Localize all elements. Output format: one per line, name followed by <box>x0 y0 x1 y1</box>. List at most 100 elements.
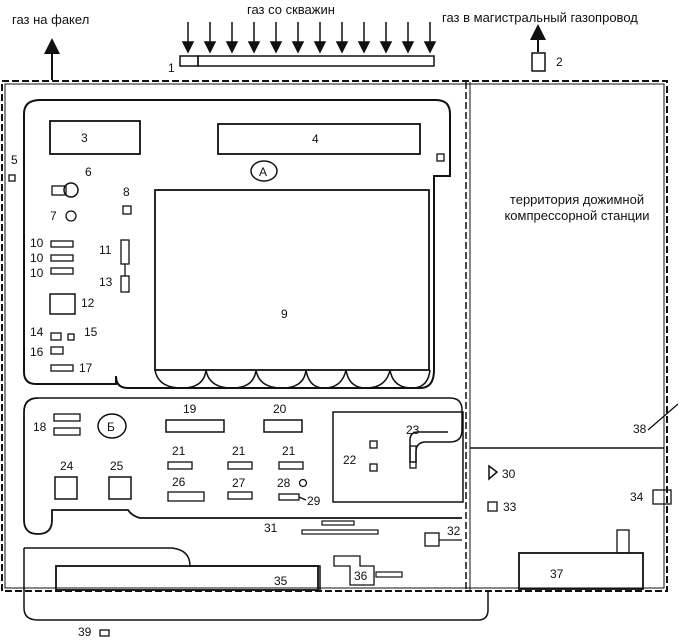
item-13 <box>120 275 130 293</box>
label-26: 26 <box>172 475 186 489</box>
label-17: 17 <box>79 361 93 375</box>
item-36-pipe <box>375 571 403 578</box>
item-37-stack <box>616 529 630 554</box>
label-14: 14 <box>30 325 44 339</box>
item-34 <box>652 489 672 505</box>
item-24 <box>54 476 78 500</box>
item-10 <box>50 240 74 248</box>
zone-b-letter: Б <box>107 420 115 434</box>
well-arrow <box>225 22 239 54</box>
label-21: 21 <box>172 444 186 458</box>
label-36: 36 <box>354 569 368 583</box>
site-fence <box>1 80 668 592</box>
label-9: 9 <box>281 307 288 321</box>
zone-b-marker <box>97 413 127 439</box>
item-6-base <box>51 185 67 196</box>
item-20 <box>263 419 303 433</box>
label-2: 2 <box>556 55 563 69</box>
item-14 <box>50 332 62 341</box>
label-32: 32 <box>447 524 461 538</box>
inlet-manifold <box>197 55 435 67</box>
booster-station-label-line2: компрессорной станции <box>504 208 649 223</box>
item-35 <box>55 565 319 591</box>
item-28 <box>298 478 308 488</box>
item-6-vessel <box>63 182 79 198</box>
item-9-tanks <box>154 369 431 389</box>
zone-b-outline <box>23 397 462 535</box>
item-11 <box>120 239 130 265</box>
well-arrow <box>335 22 349 54</box>
label-23: 23 <box>406 423 420 437</box>
label-7: 7 <box>50 209 57 223</box>
item-36-building <box>333 555 375 586</box>
label-30: 30 <box>502 467 516 481</box>
item-19 <box>165 419 225 433</box>
label-10: 10 <box>30 266 44 280</box>
item-4 <box>217 123 421 155</box>
zone-a-small-unit <box>436 153 445 162</box>
item-21 <box>278 461 304 470</box>
label-29: 29 <box>307 494 321 508</box>
item-22-unit <box>369 440 378 449</box>
zone-a-marker <box>250 160 278 182</box>
item-26 <box>167 491 205 502</box>
item-3 <box>49 120 141 155</box>
label-5: 5 <box>11 153 18 167</box>
well-arrows <box>181 22 437 54</box>
well-arrow <box>291 22 305 54</box>
item-17 <box>50 364 74 372</box>
booster-station-label-line1: территория дожимной <box>510 192 644 207</box>
item-18 <box>53 427 81 436</box>
wells-gas-label: газ со скважин <box>247 2 335 17</box>
item-31-pipe <box>301 529 379 535</box>
label-16: 16 <box>30 345 44 359</box>
item-7 <box>65 210 77 222</box>
label-31: 31 <box>264 521 278 535</box>
item-16 <box>50 346 64 355</box>
zone-b-top-duct <box>38 397 463 463</box>
item-22-unit <box>369 463 378 472</box>
label-3: 3 <box>81 131 88 145</box>
item-9-main-block <box>154 189 430 371</box>
item-2-block <box>531 52 546 72</box>
item-33 <box>487 501 498 512</box>
item-15 <box>67 333 75 341</box>
utility-corridor <box>23 547 321 590</box>
label-20: 20 <box>273 402 287 416</box>
item-5 <box>8 174 16 182</box>
label-33: 33 <box>503 500 517 514</box>
label-19: 19 <box>183 402 197 416</box>
label-21: 21 <box>232 444 246 458</box>
label-15: 15 <box>84 325 98 339</box>
label-28: 28 <box>277 476 291 490</box>
well-arrow <box>401 22 415 54</box>
label-38: 38 <box>633 422 647 436</box>
label-21: 21 <box>282 444 296 458</box>
item-10 <box>50 254 74 262</box>
inlet-small-block <box>179 55 199 67</box>
item-37 <box>518 552 644 590</box>
zone-a-letter: А <box>259 165 267 179</box>
item-27 <box>227 491 253 500</box>
well-arrow <box>357 22 371 54</box>
item-25 <box>108 476 132 500</box>
site-fence-inner <box>4 83 665 589</box>
well-arrow <box>181 22 195 54</box>
well-arrow <box>203 22 217 54</box>
leader-29 <box>298 496 307 501</box>
item-12 <box>49 293 76 315</box>
label-11: 11 <box>99 243 112 257</box>
well-arrow <box>423 22 437 54</box>
label-12: 12 <box>81 296 95 310</box>
label-10: 10 <box>30 236 44 250</box>
item-10 <box>50 267 74 275</box>
label-8: 8 <box>123 185 130 199</box>
label-34: 34 <box>630 490 644 504</box>
item-21 <box>227 461 253 470</box>
label-24: 24 <box>60 459 74 473</box>
label-1: 1 <box>168 61 175 75</box>
label-10: 10 <box>30 251 44 265</box>
label-18: 18 <box>33 420 47 434</box>
label-25: 25 <box>110 459 124 473</box>
